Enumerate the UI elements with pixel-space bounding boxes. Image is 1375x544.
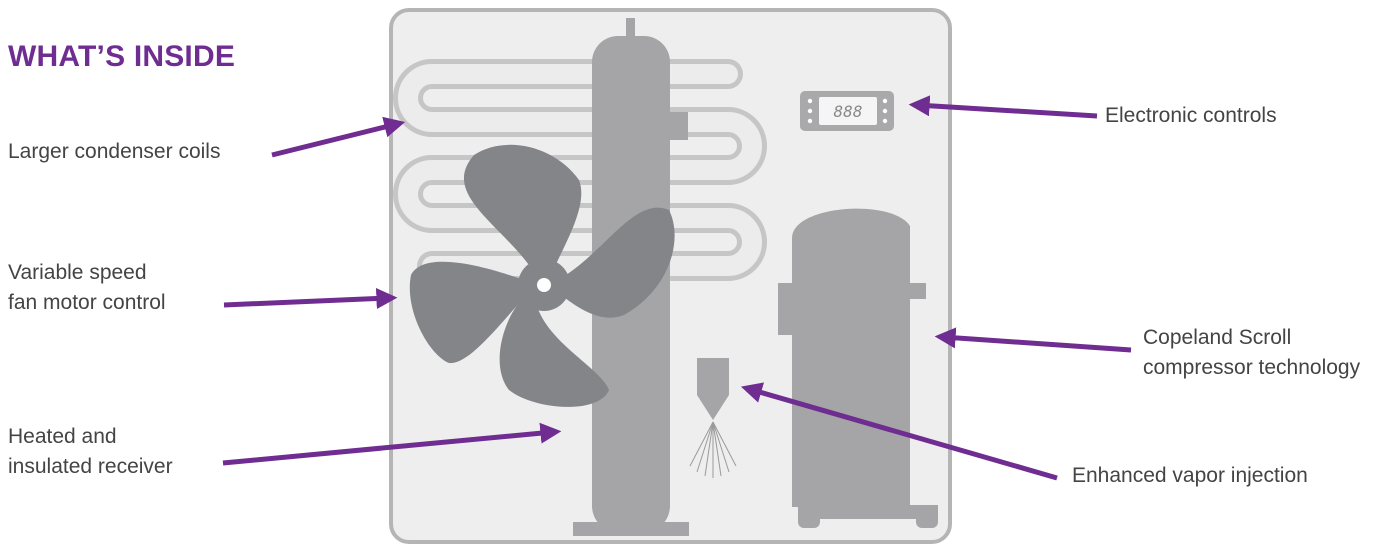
label-receiver-line1: Heated and — [8, 425, 117, 448]
label-condenser-coils: Larger condenser coils — [8, 137, 220, 167]
arrow-fan-motor — [223, 288, 398, 310]
display-readout: 888 — [834, 102, 863, 121]
arrow-icon — [222, 95, 1132, 481]
arrow-controls — [908, 95, 1098, 119]
label-controls-text: Electronic controls — [1105, 104, 1277, 127]
label-fan-motor: Variable speed fan motor control — [8, 258, 166, 318]
controller-display-icon: 888 — [800, 91, 894, 131]
label-receiver: Heated and insulated receiver — [8, 422, 173, 482]
label-vapor-injection: Enhanced vapor injection — [1072, 461, 1308, 491]
label-condenser-text: Larger condenser coils — [8, 140, 221, 163]
arrow-condenser — [271, 116, 406, 158]
fan-icon — [409, 144, 675, 407]
label-compressor-line1: Copeland Scroll — [1143, 326, 1292, 349]
label-electronic-controls: Electronic controls — [1105, 101, 1277, 131]
scroll-compressor-icon — [778, 208, 938, 528]
label-fan-line1: Variable speed — [8, 261, 147, 284]
vapor-nozzle-icon — [689, 358, 737, 478]
label-receiver-line2: insulated receiver — [8, 455, 173, 478]
label-fan-line2: fan motor control — [8, 291, 166, 314]
arrow-compressor — [934, 327, 1132, 353]
coil-icon — [393, 59, 767, 281]
arrow-vapor — [740, 382, 1058, 481]
label-compressor: Copeland Scroll compressor technology — [1143, 323, 1360, 383]
page-title: WHAT’S INSIDE — [8, 40, 236, 73]
label-vapor-text: Enhanced vapor injection — [1072, 464, 1308, 487]
arrow-receiver — [222, 422, 562, 466]
label-compressor-line2: compressor technology — [1143, 356, 1361, 379]
